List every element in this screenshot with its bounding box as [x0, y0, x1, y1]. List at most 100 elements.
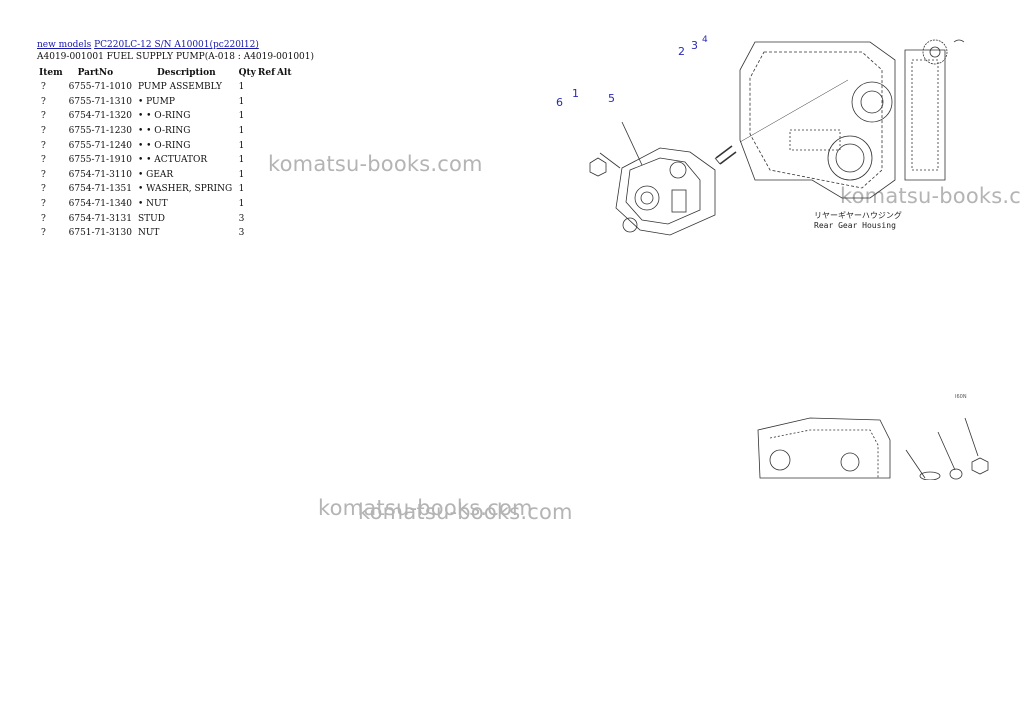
cell-description: • PUMP — [137, 96, 175, 107]
cell-qty: 1 — [238, 169, 245, 180]
cell-qty: 3 — [238, 228, 245, 239]
cell-description: • • O-RING — [137, 140, 191, 151]
table-row: ? 6755-71-1310 • PUMP 1 — [36, 95, 295, 110]
cell-partno: 6755-71-1310 — [68, 96, 132, 107]
cell-alt — [276, 95, 295, 110]
table-row: ? 6755-71-1010 PUMP ASSEMBLY 1 — [36, 80, 295, 95]
breadcrumb: new models PC220LC-12 S/N A10001(pc220l1… — [37, 40, 259, 51]
cell-description: STUD — [137, 213, 165, 224]
table-row: ? 6755-71-1910 • • ACTUATOR 1 — [36, 153, 295, 168]
cell-description: • NUT — [137, 199, 168, 210]
table-row: ? 6754-71-1320 • • O-RING 1 — [36, 109, 295, 124]
cell-partno: 6754-71-3110 — [68, 169, 132, 180]
cell-description: • WASHER, SPRING — [137, 184, 233, 195]
watermark: komatsu-books.com — [358, 500, 573, 524]
housing-label-jp: リヤーギヤーハウジング — [814, 211, 902, 220]
table-row: ? 6755-71-1230 • • O-RING 1 — [36, 124, 295, 139]
cell-ref — [257, 138, 276, 153]
col-ref: Ref — [257, 68, 275, 78]
figure-id: I60N — [955, 394, 967, 400]
cell-partno: 6755-71-1010 — [68, 82, 132, 93]
cell-item: ? — [41, 213, 46, 224]
cell-partno: 6754-71-1340 — [68, 199, 132, 210]
cell-item: ? — [41, 199, 46, 210]
cell-description: • GEAR — [137, 169, 174, 180]
cell-alt — [276, 124, 295, 139]
cell-ref — [257, 211, 276, 226]
cell-partno: 6754-71-3131 — [68, 213, 132, 224]
cell-item: ? — [41, 155, 46, 166]
col-alt: Alt — [276, 68, 292, 78]
callout-6: 6 — [556, 96, 563, 109]
table-row: ? 6754-71-3131 STUD 3 — [36, 211, 295, 226]
cell-qty: 1 — [238, 199, 245, 210]
parts-table-body: ? 6755-71-1010 PUMP ASSEMBLY 1? 6755-71-1310… — [36, 80, 295, 241]
parts-table: Item PartNo Description Qty Ref Alt ? 675… — [36, 66, 295, 241]
cell-item: ? — [41, 96, 46, 107]
page-title: A4019-001001 FUEL SUPPLY PUMP(A-018 : A4… — [37, 52, 315, 62]
cell-ref — [257, 182, 276, 197]
housing-label-en: Rear Gear Housing — [814, 221, 896, 230]
model-link[interactable]: PC220LC-12 S/N A10001(pc220l12) — [94, 40, 259, 50]
col-description: Description — [156, 68, 216, 78]
cell-alt — [276, 138, 295, 153]
callout-5: 5 — [608, 92, 615, 105]
fuel-pump-exploded-drawing — [589, 39, 965, 236]
table-row: ? 6754-71-1340 • NUT 1 — [36, 197, 295, 212]
cell-qty: 1 — [238, 140, 245, 151]
cell-alt — [276, 80, 295, 95]
cell-partno: 6754-71-1320 — [68, 111, 132, 122]
cell-description: • • O-RING — [137, 111, 191, 122]
col-qty: Qty — [238, 68, 256, 78]
cell-item: ? — [41, 82, 46, 93]
cell-qty: 1 — [238, 126, 245, 137]
cell-alt — [276, 197, 295, 212]
col-partno: PartNo — [77, 68, 114, 78]
cell-partno: 6754-71-1351 — [68, 184, 132, 195]
cell-qty: 3 — [238, 213, 245, 224]
cell-alt — [276, 109, 295, 124]
cell-partno: 6755-71-1240 — [68, 140, 132, 151]
cell-ref — [257, 226, 276, 241]
cell-item: ? — [41, 126, 46, 137]
cell-ref — [257, 124, 276, 139]
cell-item: ? — [41, 169, 46, 180]
cell-ref — [257, 95, 276, 110]
callout-1: 1 — [572, 87, 579, 100]
table-header-row: Item PartNo Description Qty Ref Alt — [36, 66, 295, 80]
cell-description: • • O-RING — [137, 126, 191, 137]
callout-4: 4 — [702, 35, 708, 45]
housing-label: リヤーギヤーハウジング Rear Gear Housing — [814, 211, 902, 231]
table-row: ? 6754-71-3110 • GEAR 1 — [36, 168, 295, 183]
callout-3: 3 — [691, 39, 698, 52]
cell-item: ? — [41, 140, 46, 151]
cell-ref — [257, 197, 276, 212]
cell-description: PUMP ASSEMBLY — [137, 82, 222, 93]
cell-qty: 1 — [238, 111, 245, 122]
table-row: ? 6755-71-1240 • • O-RING 1 — [36, 138, 295, 153]
cell-ref — [257, 80, 276, 95]
cell-qty: 1 — [238, 184, 245, 195]
gear-detail-drawing — [757, 417, 989, 480]
cell-description: • • ACTUATOR — [137, 155, 208, 166]
cell-alt — [276, 182, 295, 197]
cell-partno: 6751-71-3130 — [68, 228, 132, 239]
callout-2: 2 — [678, 45, 685, 58]
models-link[interactable]: new models — [37, 40, 92, 50]
watermark: komatsu-books.com — [318, 496, 533, 520]
cell-partno: 6755-71-1910 — [68, 155, 132, 166]
cell-ref — [257, 109, 276, 124]
cell-qty: 1 — [238, 155, 245, 166]
cell-alt — [276, 226, 295, 241]
watermark: komatsu-books.c — [840, 184, 1021, 208]
watermark: komatsu-books.com — [268, 152, 483, 176]
col-item: Item — [39, 68, 63, 78]
cell-description: NUT — [137, 228, 160, 239]
cell-partno: 6755-71-1230 — [68, 126, 132, 137]
cell-item: ? — [41, 111, 46, 122]
cell-alt — [276, 211, 295, 226]
cell-qty: 1 — [238, 82, 245, 93]
cell-qty: 1 — [238, 96, 245, 107]
